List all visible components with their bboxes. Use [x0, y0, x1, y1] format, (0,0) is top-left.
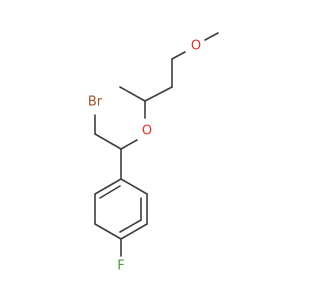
bond-benzylic-ch2 [94, 133, 122, 150]
bond-ch2-ch [144, 86, 173, 102]
ring-bond-1 [94, 178, 122, 195]
bond-ether-o-benzylic [120, 139, 138, 150]
bond-methoxy-o-left [171, 51, 186, 60]
atom-label-fluorine: F [117, 259, 124, 274]
ring-bond-3 [94, 223, 122, 240]
ring-double-bond-2 [119, 219, 142, 233]
molecule-structure-diagram: Br O O F [88, 32, 219, 274]
bond-methyl-methoxy-o [204, 32, 219, 41]
ring-double-bond-1 [99, 185, 121, 199]
atom-label-bromine: Br [88, 95, 103, 110]
atom-label-methoxy-oxygen: O [191, 39, 201, 54]
bond-ch-methyl [119, 86, 146, 102]
atom-label-ether-oxygen: O [142, 124, 152, 139]
ring-bond-4 [120, 223, 148, 240]
ring-bond-6 [120, 178, 148, 195]
